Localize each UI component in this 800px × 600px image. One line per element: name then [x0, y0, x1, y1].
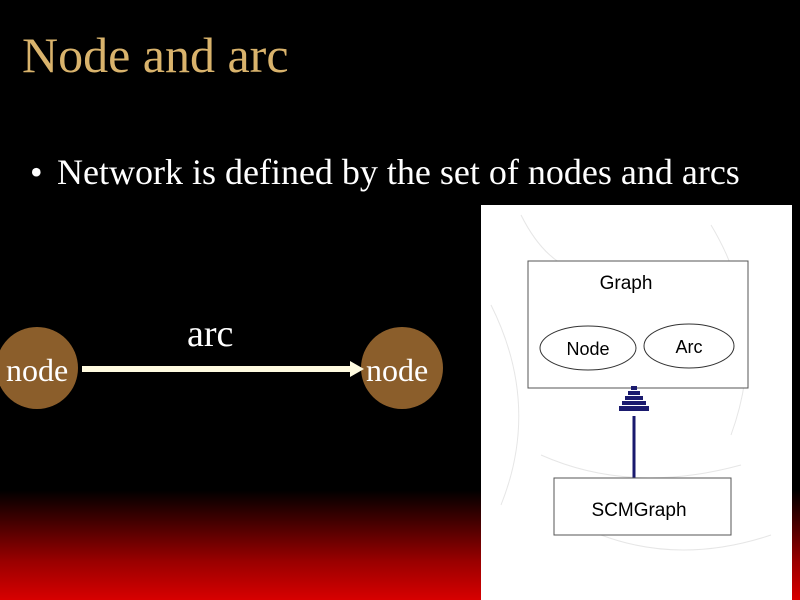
uml-class-diagram: Graph Node Arc SCMGraph: [481, 205, 792, 600]
arc-arrowhead: [350, 361, 364, 377]
slide-title: Node and arc: [22, 27, 289, 83]
scmgraph-class-label: SCMGraph: [591, 500, 686, 521]
bullet-text: Network is defined by the set of nodes a…: [57, 152, 740, 192]
bullet-marker: •: [30, 152, 43, 192]
arc-ellipse: [643, 323, 735, 369]
target-node-label: node: [366, 352, 429, 388]
arc-ellipse-label: Arc: [676, 337, 703, 357]
arc-label: arc: [187, 313, 234, 355]
graph-class-label: Graph: [600, 273, 653, 294]
scmgraph-class-box: [553, 477, 732, 536]
uml-diagram-svg: Graph Node Arc SCMGraph: [490, 214, 772, 551]
source-node-circle: [0, 327, 78, 409]
source-node-label: node: [6, 352, 69, 388]
target-node-circle: [361, 327, 443, 409]
node-ellipse-label: Node: [566, 339, 609, 359]
inheritance-arrowhead: [619, 386, 649, 411]
node-ellipse: [539, 325, 637, 371]
